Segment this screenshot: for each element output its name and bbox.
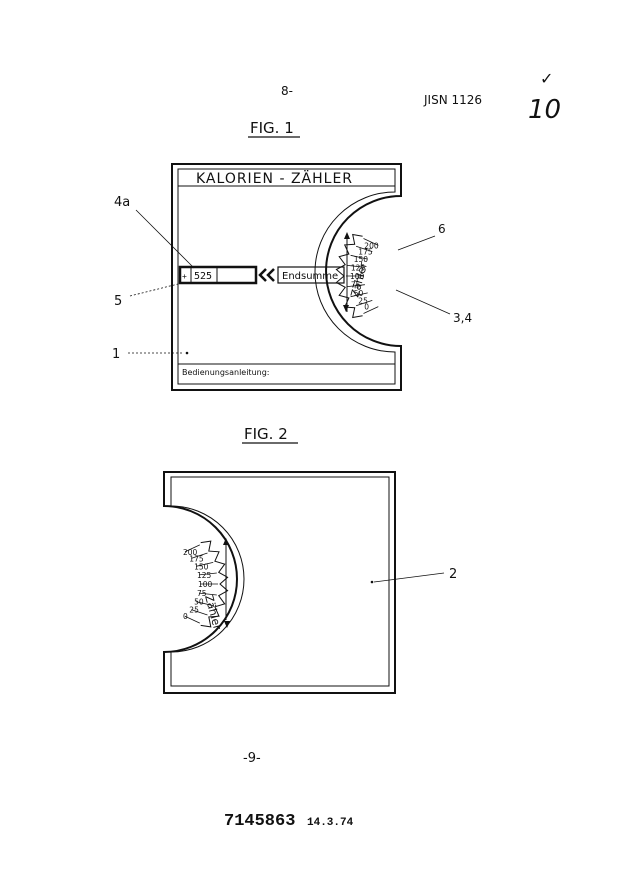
docket-number: JISN 1126: [423, 93, 482, 107]
fig2-leader-2: [373, 572, 445, 583]
fig1-scale-value: 50: [354, 289, 364, 298]
page-number-bottom: -9-: [243, 751, 261, 766]
fig1-total-box: [277, 266, 345, 284]
fig2-scale-tick: [191, 609, 208, 616]
fig1-total-label: Endsumme: [282, 271, 338, 282]
marginal-number: 10: [528, 95, 561, 125]
fig2-scale-tick: [184, 615, 200, 624]
fig2-scale-arrow-top: [223, 538, 229, 545]
fig1-leader-5: [129, 282, 183, 297]
check-mark: ✓: [540, 69, 553, 88]
fig2-ref-2: 2: [449, 567, 457, 582]
fig1-title: FIG. 1: [250, 119, 294, 137]
fig1-scale-value: 175: [358, 248, 373, 257]
fig1-scale-value: 25: [358, 296, 368, 305]
fig2-scale-tick: [184, 544, 200, 553]
fig1-scale-tick: [363, 306, 379, 314]
fig1-leader-6: [397, 235, 436, 251]
fig1-scale-tick: [347, 284, 365, 287]
fig1-scale-value: 150: [354, 255, 369, 264]
fig1-scale-value: 0: [364, 303, 369, 312]
fig2-scale-tick: [198, 592, 217, 596]
fig1-ref-34: 3,4: [453, 311, 472, 325]
fig1-arrow-marker-1: [258, 268, 267, 282]
fig1-leader-4a: [135, 209, 195, 269]
fig1-scale-tick: [363, 238, 379, 246]
fig1-scale-tick: [350, 292, 368, 298]
fig2-card-outline: [163, 471, 396, 694]
fig1-ref-5: 5: [114, 294, 122, 309]
fig2-scale-value: 150: [194, 562, 209, 571]
fig1-scale-tick: [350, 254, 368, 260]
fig2-scale-arrow-bottom: [224, 621, 230, 628]
fig1-scale-value: 125: [351, 263, 366, 272]
fig1-scale-arrow-top: [344, 232, 350, 239]
fig1-ref-4a: 4a: [114, 195, 130, 210]
fig1-leader-34: [395, 289, 451, 315]
fig2-scale-teeth: [200, 540, 229, 628]
fig1-ref-point-1: [185, 351, 189, 355]
fig2-scale-tick: [196, 601, 214, 606]
fig2-scale-value: 175: [189, 554, 204, 563]
fig1-scale-tick: [355, 300, 373, 307]
fig2-scale-value: 125: [197, 571, 212, 580]
fig2-scale-value: 25: [189, 606, 199, 615]
fig1-card-outline: [171, 163, 402, 391]
fig1-card-title: KALORIEN - ZÄHLER: [196, 169, 353, 187]
fig2-scale-tick: [198, 572, 217, 576]
fig1-display-sign: +: [182, 272, 187, 281]
fig1-footer-text: Bedienungsanleitung:: [182, 368, 269, 377]
serial-date: 14.3.74: [307, 817, 354, 829]
page-number-top: 8-: [281, 84, 293, 98]
fig1-arrow-marker-2: [266, 268, 275, 282]
fig1-display-value: 525: [194, 271, 212, 282]
fig1-scale-value: 75: [351, 281, 361, 290]
fig2-scale-value: 100: [198, 580, 213, 589]
fig1-scale-arrow-bottom: [343, 305, 349, 312]
serial-number: 7145863: [224, 812, 295, 831]
fig2-title: FIG. 2: [244, 425, 288, 443]
fig2-card-inner-outline: [170, 476, 390, 687]
fig2-scale-value: 200: [183, 548, 198, 557]
fig1-scale-value: 100: [350, 272, 365, 281]
fig1-card-inner-outline: [177, 168, 396, 385]
fig1-ref-6: 6: [438, 222, 446, 236]
fig2-ref-point-2: [370, 580, 374, 584]
fig1-display-window: [178, 265, 258, 285]
fig1-scale-tick: [347, 265, 365, 268]
fig1-scale-tick: [355, 245, 373, 252]
fig1-ref-1: 1: [112, 347, 120, 362]
fig1-scale-value: 200: [364, 241, 379, 250]
fig1-scale-teeth: [335, 233, 363, 319]
fig2-scale-tick: [191, 552, 208, 559]
fig2-scale-tick: [196, 562, 214, 567]
